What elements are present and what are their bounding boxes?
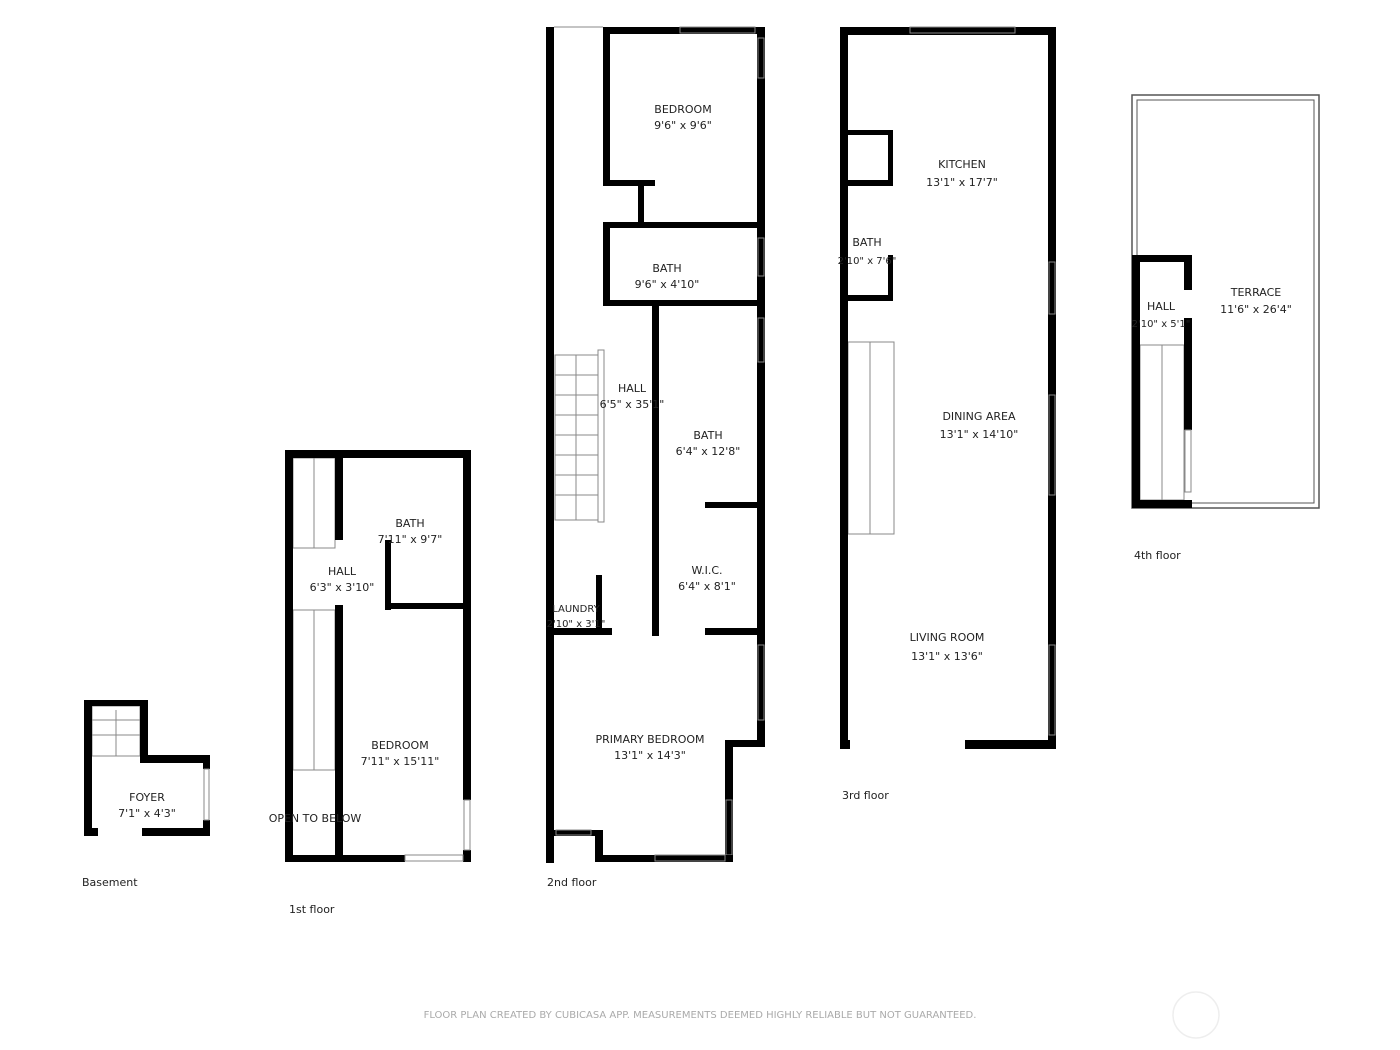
- room-size: 6'3" x 3'10": [310, 581, 375, 594]
- room-size: 7'11" x 15'11": [361, 755, 440, 768]
- room-size: 13'1" x 13'6": [911, 650, 983, 663]
- room-name: HALL: [1147, 300, 1176, 313]
- room-size: 6'4" x 12'8": [676, 445, 741, 458]
- room-size: 11'6" x 26'4": [1220, 303, 1292, 316]
- fourth-floor-plan: [1131, 94, 1320, 509]
- room-size: 2'10" x 3'1": [547, 619, 606, 630]
- room-size: 7'1" x 4'3": [118, 807, 176, 820]
- room-name: KITCHEN: [938, 158, 986, 171]
- room-size: 13'1" x 14'3": [614, 749, 686, 762]
- room-name: FOYER: [129, 791, 165, 804]
- room-size: 9'6" x 4'10": [635, 278, 700, 291]
- room-name: DINING AREA: [942, 410, 1016, 423]
- floor-label-2nd: 2nd floor: [547, 876, 597, 889]
- floor-label-basement: Basement: [82, 876, 138, 889]
- room-name: BEDROOM: [654, 103, 711, 116]
- room-size: 6'5" x 35'1": [600, 398, 665, 411]
- room-size: 7'11" x 9'7": [378, 533, 443, 546]
- room-name: LAUNDRY: [552, 604, 600, 615]
- room-name: W.I.C.: [691, 564, 722, 577]
- room-name: OPEN TO BELOW: [269, 812, 362, 825]
- floor-label-4th: 4th floor: [1134, 549, 1181, 562]
- room-name: BATH: [852, 236, 881, 249]
- third-floor-plan: [840, 26, 1056, 749]
- room-name: BATH: [395, 517, 424, 530]
- room-size: 13'1" x 14'10": [940, 428, 1019, 441]
- room-name: TERRACE: [1230, 286, 1282, 299]
- room-size: 2'10" x 5'1": [1132, 319, 1191, 330]
- disclaimer-footer: FLOOR PLAN CREATED BY CUBICASA APP. MEAS…: [424, 1010, 977, 1021]
- room-name: BATH: [652, 262, 681, 275]
- room-name: PRIMARY BEDROOM: [595, 733, 704, 746]
- room-name: HALL: [328, 565, 357, 578]
- floor-labels: Basement 1st floor 2nd floor 3rd floor 4…: [82, 549, 1181, 916]
- room-name: BEDROOM: [371, 739, 428, 752]
- basement-plan: [84, 700, 210, 836]
- room-labels: FOYER 7'1" x 4'3" BATH 7'11" x 9'7" HALL…: [118, 103, 1292, 825]
- floor-label-1st: 1st floor: [289, 903, 335, 916]
- room-size: 2'10" x 7'6": [838, 256, 897, 267]
- room-name: BATH: [693, 429, 722, 442]
- cubicasa-logo-icon: [1172, 991, 1220, 1039]
- floor-label-3rd: 3rd floor: [842, 789, 889, 802]
- room-name: HALL: [618, 382, 647, 395]
- first-floor-plan: [285, 450, 471, 862]
- room-size: 6'4" x 8'1": [678, 580, 736, 593]
- room-size: 13'1" x 17'7": [926, 176, 998, 189]
- room-name: LIVING ROOM: [910, 631, 985, 644]
- room-size: 9'6" x 9'6": [654, 119, 712, 132]
- second-floor-plan: [546, 26, 765, 863]
